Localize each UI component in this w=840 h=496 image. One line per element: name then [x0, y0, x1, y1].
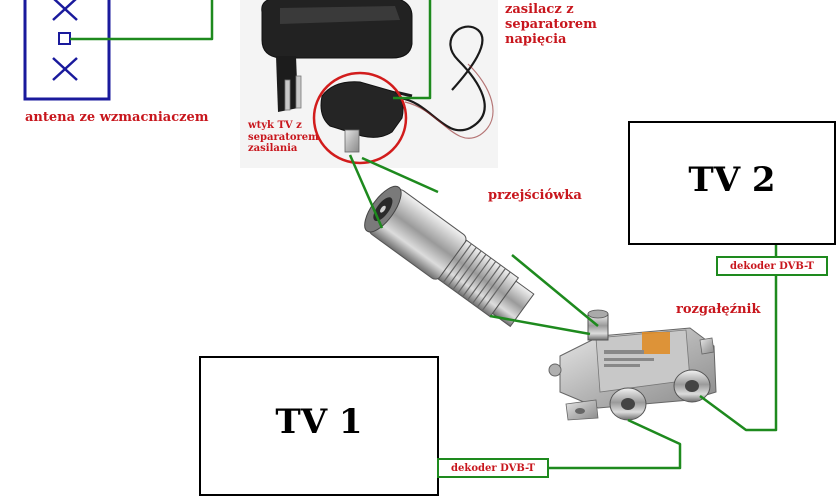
tv2-decoder-box: dekoder DVB-T [716, 256, 828, 276]
wire-adapter-to-splitter-bottom [489, 314, 591, 336]
wire-antenna-to-psu [70, 0, 214, 41]
antenna-label: antena ze wzmacniaczem [25, 110, 209, 125]
tv-plug-label: wtyk TV z separatorem zasilania [248, 120, 319, 154]
antenna-connector [58, 32, 71, 45]
diagram-canvas [23, 0, 778, 470]
wire-splitter-to-tv2-decoder [699, 276, 778, 432]
wire-plug-to-adapter-top [348, 154, 384, 229]
tv1-box: TV 1 [199, 356, 439, 496]
wire-adapter-to-splitter-top [511, 254, 599, 327]
coax-adapter-label: przejściówka [488, 188, 582, 203]
splitter-photo [548, 309, 717, 421]
highlight-ring [312, 71, 408, 165]
wire-splitter-to-tv1-decoder [549, 418, 682, 470]
coax-adapter-photo [364, 185, 535, 328]
power-supply-label: zasilacz z separatorem napięcia [505, 2, 597, 47]
tv1-decoder-box: dekoder DVB-T [437, 458, 549, 478]
tv2-label: TV 2 [688, 160, 776, 200]
tv1-label: TV 1 [275, 402, 363, 442]
antenna-symbol [23, 0, 111, 101]
power-supply-photo [240, 0, 498, 168]
splitter-label: rozgałęźnik [676, 302, 761, 317]
antenna-box [23, 0, 111, 101]
connection-wires [70, 0, 778, 470]
tv2-box: TV 2 [628, 121, 836, 245]
wire-plug-to-adapter-bottom [361, 156, 439, 194]
wire-psu-to-plug [393, 0, 432, 100]
